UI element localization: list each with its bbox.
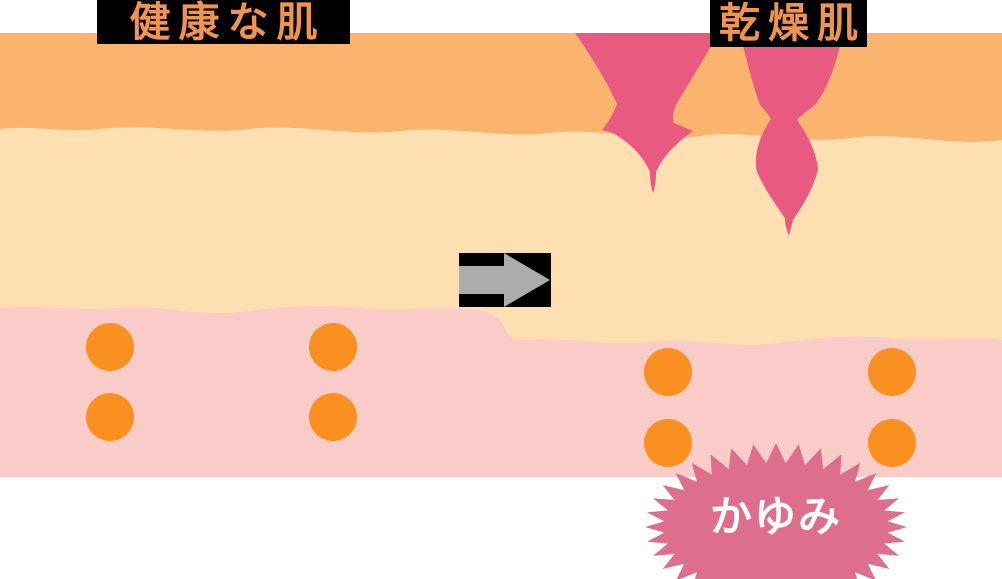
cell-dots [86,323,916,467]
transition-arrow-box [459,253,551,307]
cell-dot [644,348,692,396]
skin-crack-right [740,33,843,236]
cell-dot [868,419,916,467]
cell-dot [868,348,916,396]
dermis-layer [0,306,1002,477]
arrow-head [504,253,550,307]
arrow-shaft [459,266,505,294]
skin-crack-left [575,33,718,193]
right-arrow-icon [459,253,550,307]
cell-dot [86,323,134,371]
cell-dot [309,393,357,441]
cell-dot [309,323,357,371]
cell-dot [86,393,134,441]
healthy-skin-label-box: 健康な肌 [97,0,350,44]
dry-skin-label-box: 乾燥肌 [710,0,867,47]
itch-label: かゆみ [709,492,842,541]
healthy-skin-label: 健康な肌 [129,0,326,46]
cell-dot [644,419,692,467]
dry-skin-label: 乾燥肌 [719,0,866,47]
itch-burst-shape [645,443,907,579]
